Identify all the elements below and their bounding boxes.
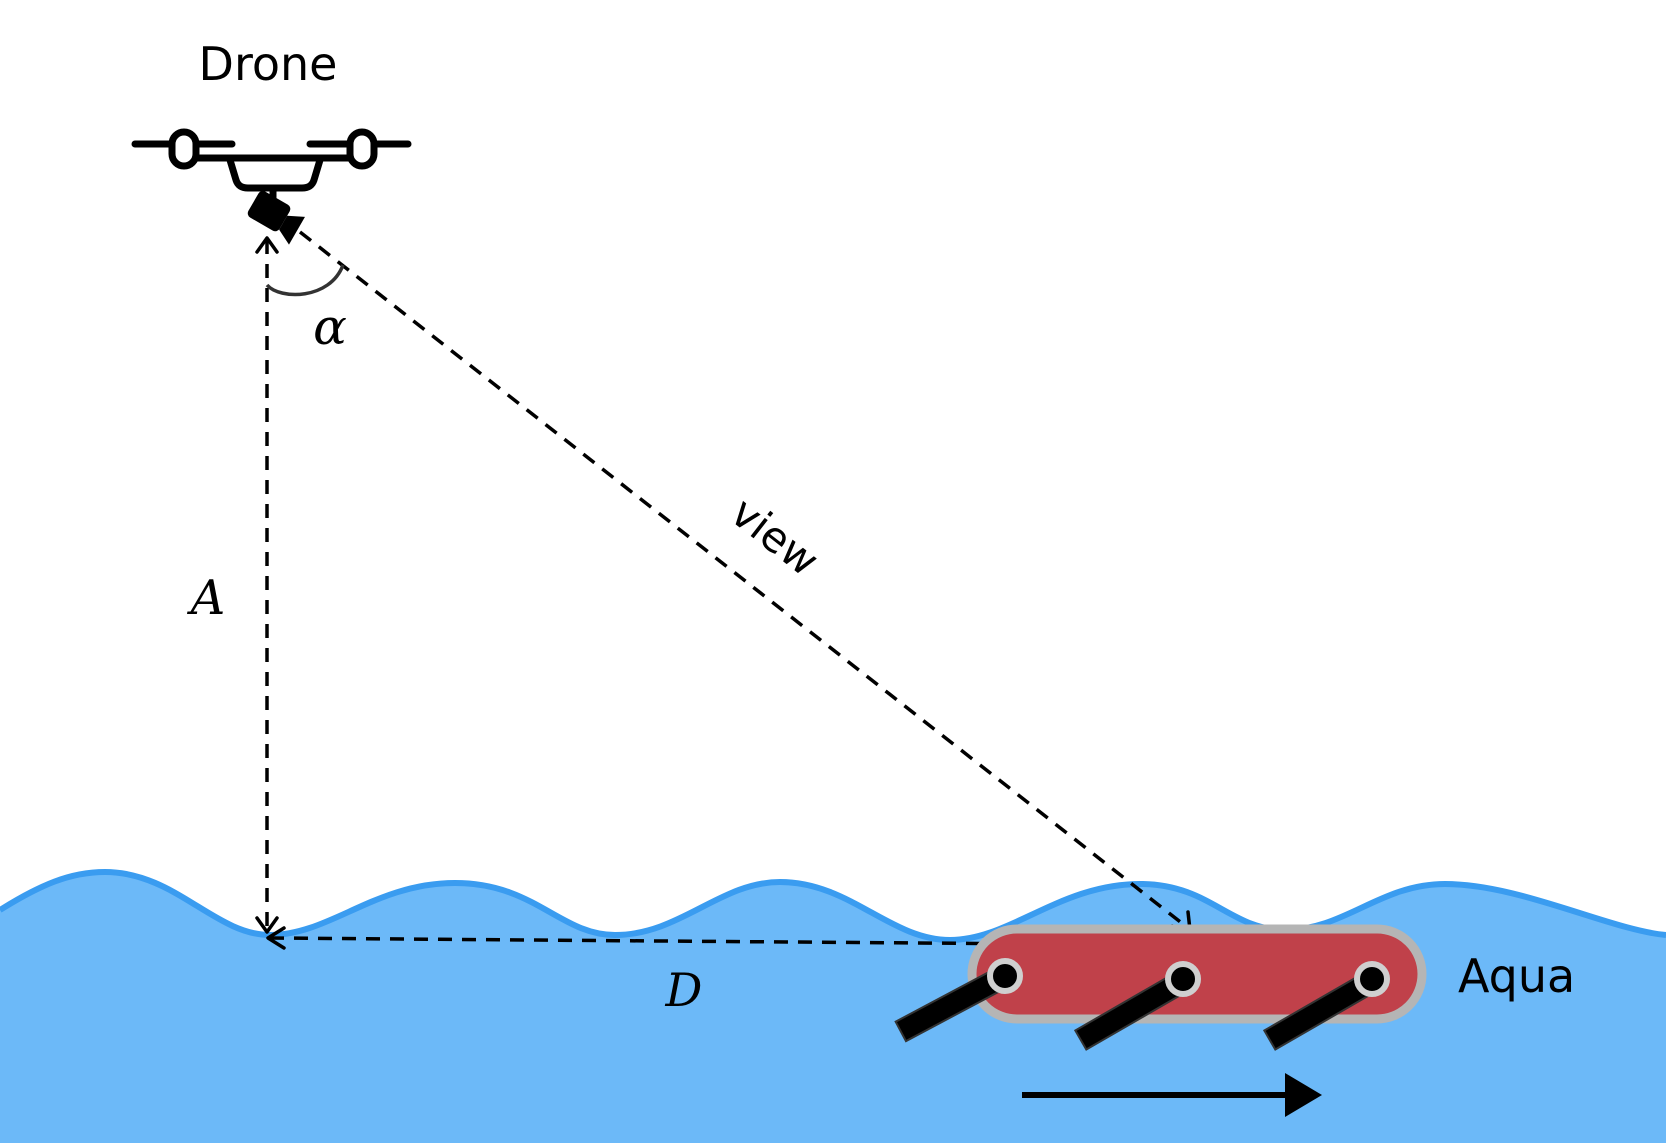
measurement-lines <box>255 230 1192 957</box>
angle-arc <box>265 264 345 297</box>
altitude-arrowhead-top <box>255 236 279 254</box>
joint-1 <box>987 958 1023 994</box>
distance-arrowhead-left <box>266 926 286 950</box>
distance-label: D <box>665 963 703 1017</box>
joint-2 <box>1165 961 1201 997</box>
drone-icon <box>131 128 412 202</box>
altitude-label: A <box>187 570 226 626</box>
angle-label: α <box>313 298 347 356</box>
camera-icon <box>247 190 305 245</box>
water-body <box>0 872 1666 1143</box>
aqua-robot-icon <box>894 924 1427 1051</box>
water-surface-line <box>0 868 1666 944</box>
altitude-arrowhead-bottom <box>255 916 279 934</box>
drone-label: Drone <box>199 37 338 91</box>
view-label: view <box>722 487 828 585</box>
distance-line <box>269 936 1181 947</box>
water <box>0 868 1666 1143</box>
joint-3 <box>1354 961 1390 997</box>
right-arrow-icon <box>1022 1073 1322 1117</box>
aqua-label: Aqua <box>1458 949 1575 1003</box>
view-line <box>298 230 1190 930</box>
